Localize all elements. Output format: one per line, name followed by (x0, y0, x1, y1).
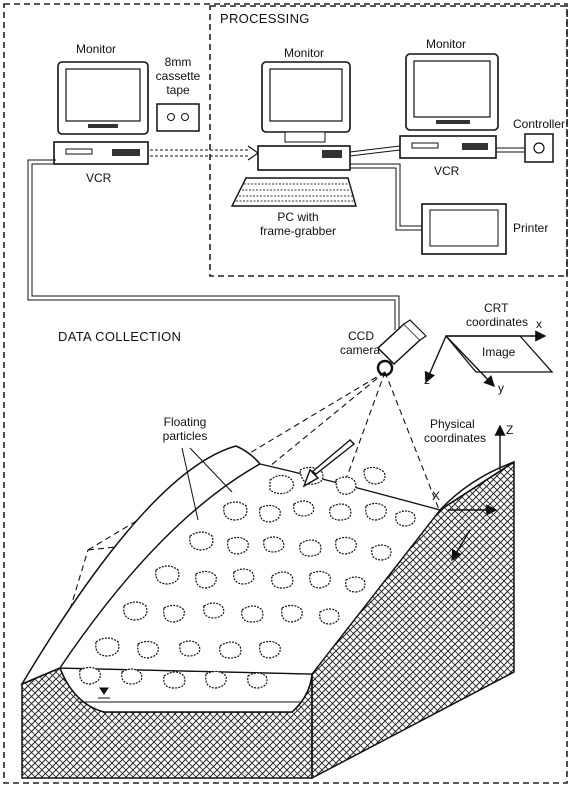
recording-vcr-label: VCR (86, 172, 111, 185)
recording-monitor-label: Monitor (76, 43, 116, 56)
cassette-tape-icon (157, 104, 199, 131)
ccd-camera-icon (378, 320, 426, 375)
particles-label-line1: Floating (150, 416, 220, 429)
pc-monitor-label: Monitor (284, 47, 324, 60)
tape-transfer-arrow (150, 146, 258, 160)
physical-label-line1: Physical (430, 418, 475, 431)
particles-label-line2: particles (150, 430, 220, 443)
camera-label-line2: camera (340, 344, 380, 357)
recording-vcr-icon (54, 142, 148, 164)
physical-x-axis-label: X (432, 490, 440, 503)
processing-vcr-icon (400, 136, 496, 158)
pc-unit-icon (258, 146, 350, 170)
controller-label: Controller (513, 118, 565, 131)
crt-label-line2: coordinates (466, 316, 528, 329)
crt-y-axis-label: y (498, 382, 504, 395)
controller-icon (525, 134, 553, 162)
crt-label-line1: CRT (484, 302, 508, 315)
camera-label-line1: CCD (348, 330, 374, 343)
physical-label-line2: coordinates (424, 432, 486, 445)
pc-monitor-icon (262, 62, 350, 142)
processing-title: PROCESSING (220, 12, 310, 25)
crt-z-axis-label: z (424, 374, 430, 387)
pc-label-line1: PC with (248, 211, 348, 224)
data-collection-title: DATA COLLECTION (58, 330, 181, 343)
keyboard-icon (232, 178, 356, 206)
physical-z-axis-label: Z (506, 424, 513, 437)
cassette-label-line1: 8mm (148, 56, 208, 69)
processing-monitor-label: Monitor (426, 38, 466, 51)
processing-vcr-label: VCR (434, 165, 459, 178)
channel-block (22, 446, 514, 778)
crt-x-axis-label: x (536, 318, 542, 331)
recording-monitor-icon (58, 62, 148, 134)
printer-label: Printer (513, 222, 548, 235)
cassette-label-line3: tape (148, 84, 208, 97)
pc-label-line2: frame-grabber (248, 225, 348, 238)
crt-image-plane (426, 336, 552, 386)
processing-monitor-icon (406, 54, 498, 130)
printer-icon (422, 204, 506, 254)
crt-image-label: Image (482, 346, 515, 359)
cassette-label-line2: cassette (148, 70, 208, 83)
